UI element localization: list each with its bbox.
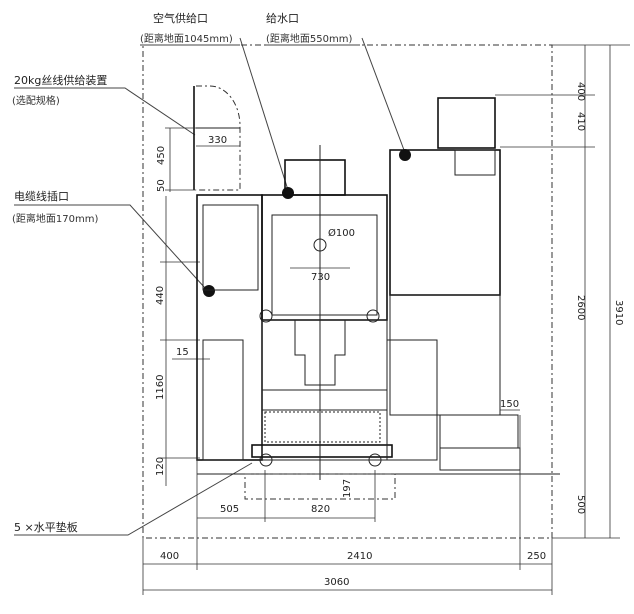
air-supply-port bbox=[282, 187, 294, 199]
dim-center-730: 730 bbox=[311, 272, 330, 283]
callout-wire-feeder: 20kg丝线供给装置 (选配规格) bbox=[12, 73, 196, 136]
dim-bottom-2410: 2410 bbox=[347, 551, 372, 562]
dim-right-2600: 2600 bbox=[575, 295, 586, 320]
dim-left-440: 440 bbox=[155, 286, 166, 305]
machine-body: Ø100 730 197 150 bbox=[196, 97, 560, 500]
callout-leveling-pads: 5 ×水平垫板 bbox=[14, 462, 253, 536]
wire-feeder-unit: 330 bbox=[193, 85, 241, 191]
water-supply-note: (距离地面550mm) bbox=[266, 32, 352, 45]
installation-envelope bbox=[142, 44, 553, 539]
dim-bottom-400: 400 bbox=[160, 551, 179, 562]
dim-505: 505 bbox=[220, 504, 239, 515]
air-supply-label: 空气供给口 bbox=[153, 11, 208, 25]
water-supply-label: 给水口 bbox=[266, 12, 299, 25]
callout-water-supply: 给水口 (距离地面550mm) bbox=[266, 12, 411, 161]
cable-port-note: (距离地面170mm) bbox=[12, 212, 98, 225]
bottom-dimensions: 505 820 400 2410 250 3060 bbox=[142, 415, 553, 595]
wire-feeder-label: 20kg丝线供给装置 bbox=[14, 73, 107, 87]
dim-left-1160: 1160 bbox=[155, 375, 166, 400]
dim-hole-diameter: Ø100 bbox=[328, 227, 355, 239]
dim-right-150: 150 bbox=[500, 399, 519, 410]
dim-overall-height: 3910 bbox=[613, 300, 624, 325]
dim-left-15: 15 bbox=[176, 347, 189, 358]
water-supply-port bbox=[399, 149, 411, 161]
cable-port bbox=[203, 285, 215, 297]
left-dimensions: 450 50 440 1160 120 15 bbox=[155, 127, 210, 486]
dim-left-120: 120 bbox=[155, 457, 166, 476]
wire-feeder-note: (选配规格) bbox=[12, 94, 60, 107]
dim-bottom-250: 250 bbox=[527, 551, 546, 562]
leveling-pads-label: 5 ×水平垫板 bbox=[14, 520, 78, 534]
dim-820: 820 bbox=[311, 504, 330, 515]
dim-overall-width: 3060 bbox=[324, 577, 349, 588]
right-dimensions: 400 410 2600 500 3910 bbox=[495, 44, 630, 539]
dim-left-450: 450 bbox=[156, 146, 167, 165]
air-supply-note: (距离地面1045mm) bbox=[140, 32, 233, 45]
dim-197: 197 bbox=[342, 479, 353, 498]
dim-right-400: 400 bbox=[575, 82, 586, 101]
cable-port-label: 电缆线插口 bbox=[14, 189, 69, 203]
center-hole bbox=[313, 238, 327, 252]
callout-air-supply: 空气供给口 (距离地面1045mm) bbox=[140, 11, 294, 199]
dim-right-500: 500 bbox=[575, 495, 586, 514]
dim-feeder-330: 330 bbox=[208, 135, 227, 146]
dim-right-410: 410 bbox=[575, 112, 586, 131]
callout-cable-port: 电缆线插口 (距离地面170mm) bbox=[12, 189, 215, 297]
dim-left-50: 50 bbox=[156, 179, 167, 192]
